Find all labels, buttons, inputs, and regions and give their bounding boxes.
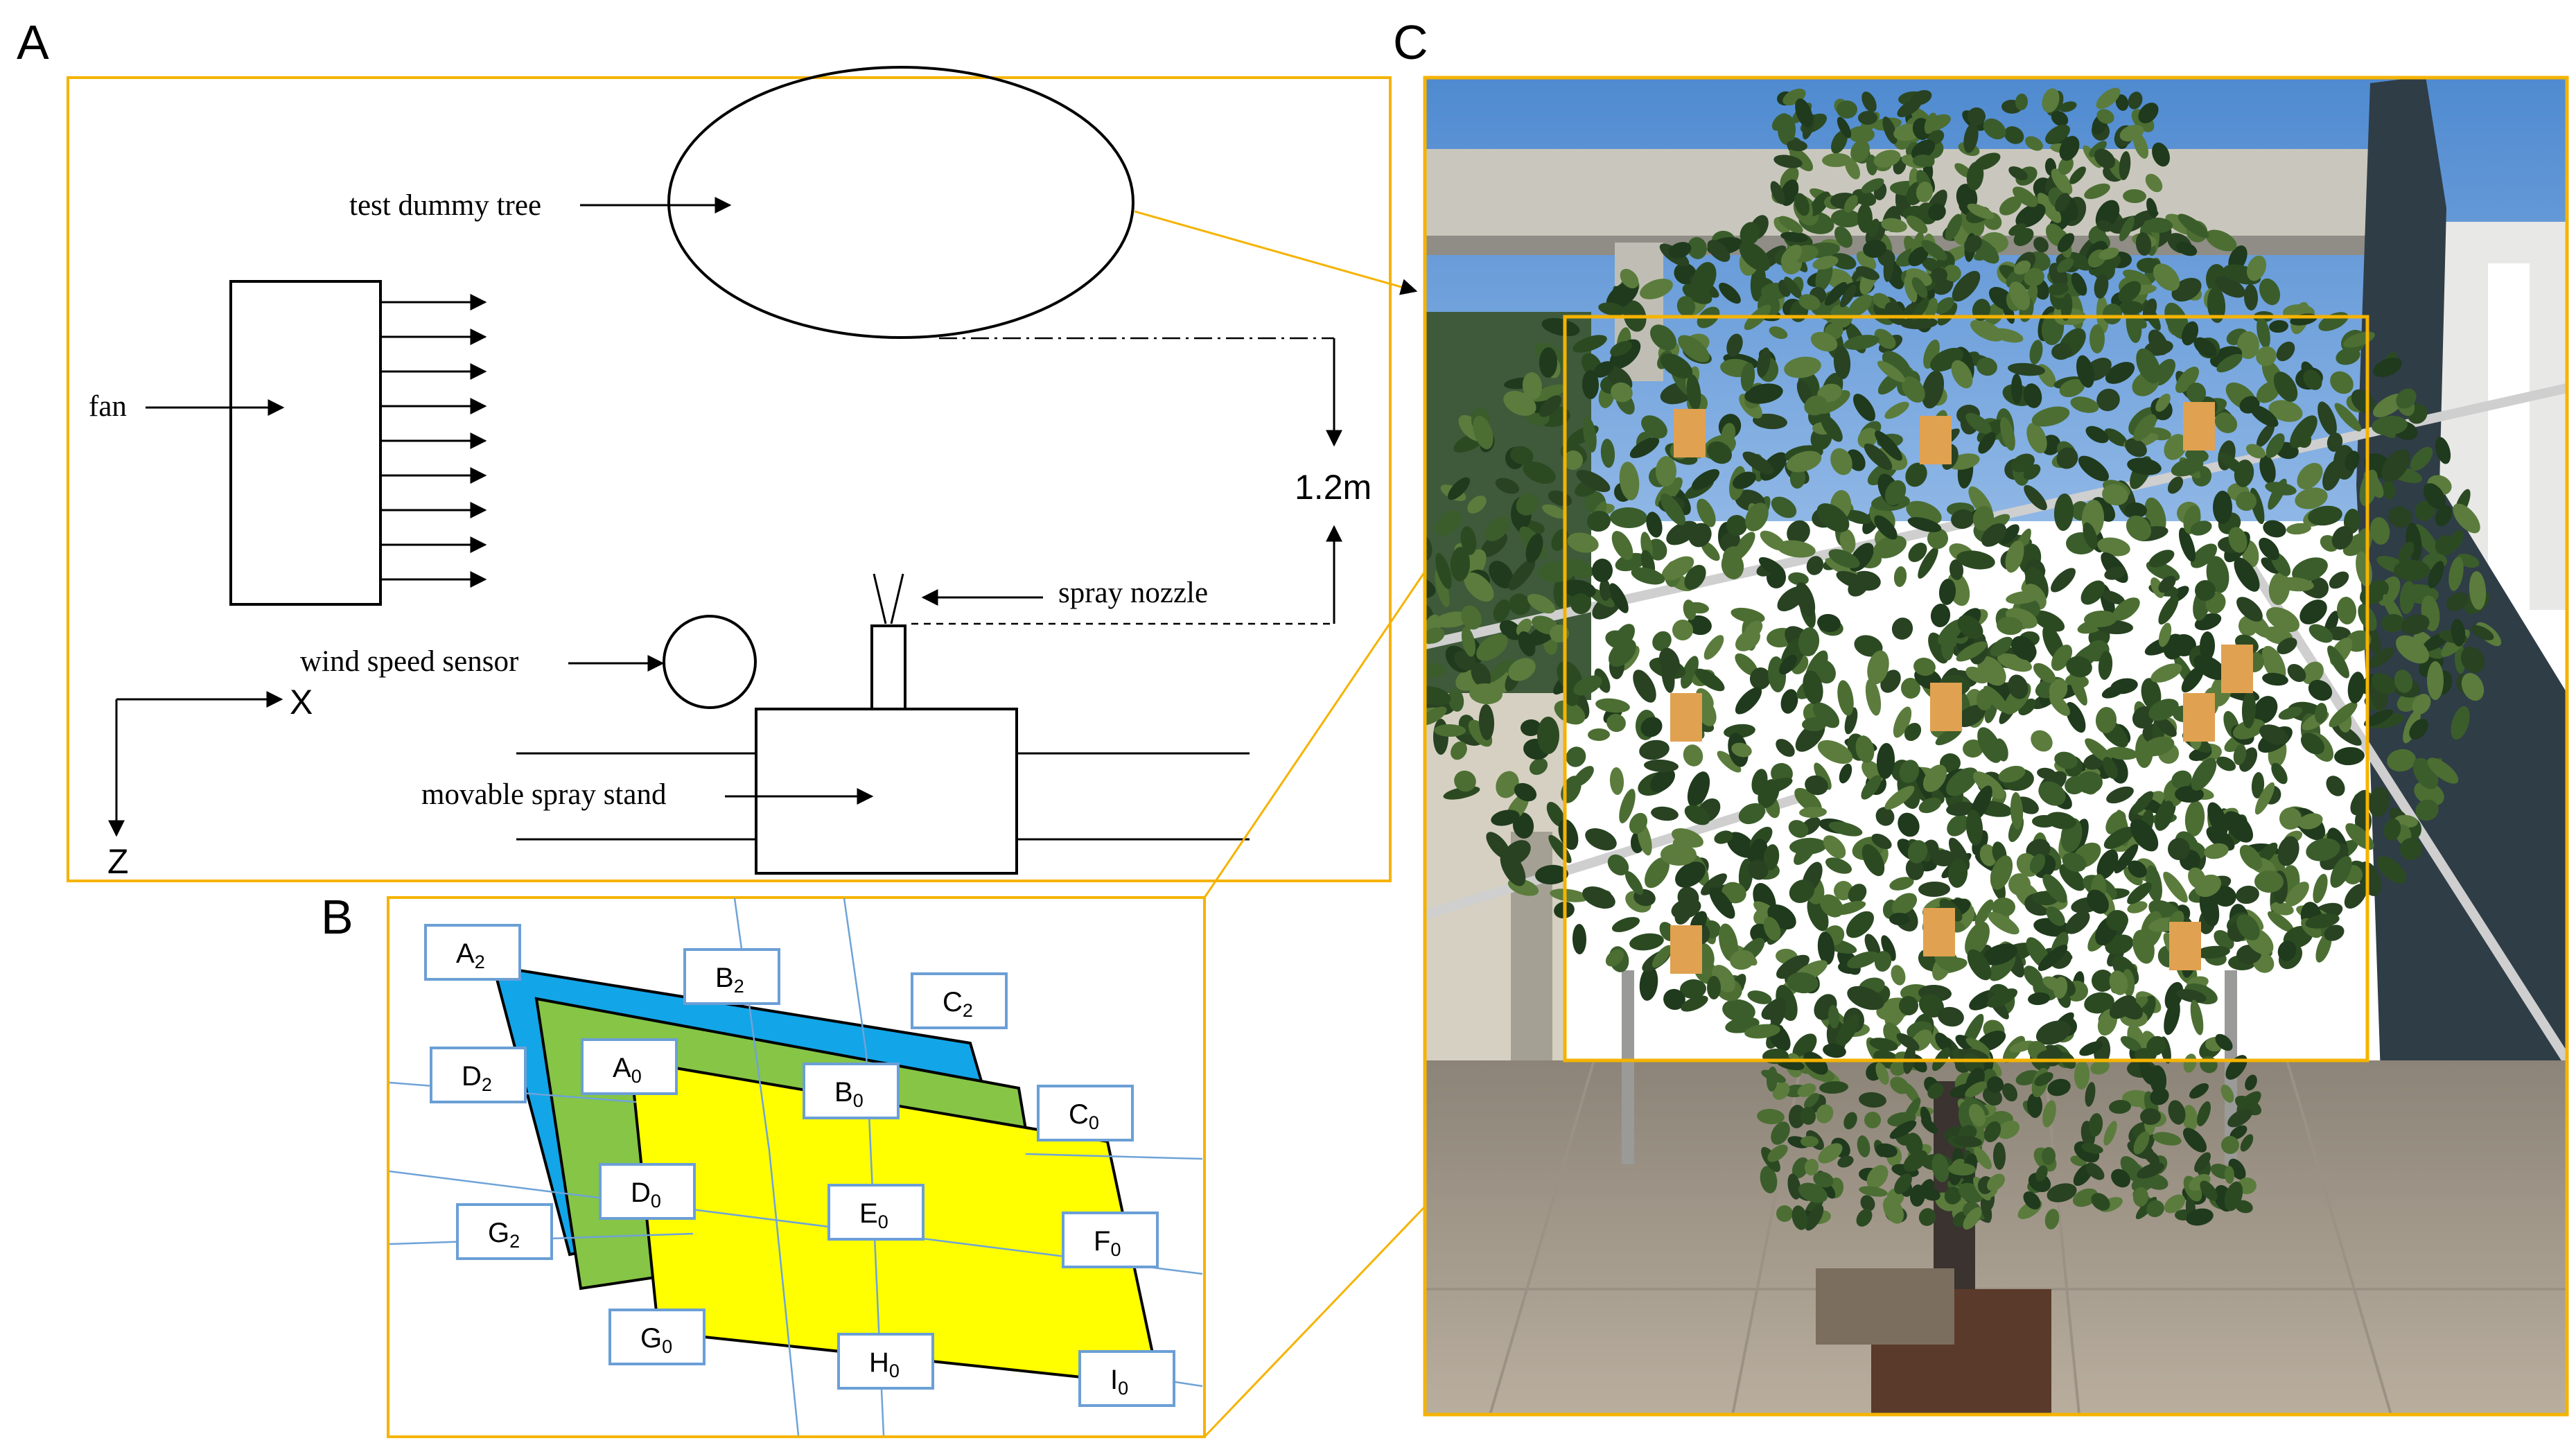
- grid-point-label: G0: [608, 1309, 706, 1365]
- test-dummy-tree-ellipse: [667, 66, 1134, 339]
- fan-airflow-arrows: [380, 294, 487, 588]
- panel-c-photo: [1423, 76, 2569, 1417]
- tree-to-photo-connector: [1134, 210, 1418, 295]
- nozzle-post: [870, 624, 906, 710]
- sampling-tag: [1674, 409, 1706, 457]
- test-dummy-tree-label: test dummy tree: [349, 189, 541, 222]
- panel-c-letter: C: [1393, 15, 1428, 69]
- grid-point-box: [424, 924, 521, 981]
- grid-point-label: H0: [837, 1333, 934, 1390]
- grid-point-label: E0: [827, 1184, 925, 1241]
- grid-point-box: [803, 1062, 900, 1119]
- grid-point-label: I0: [1078, 1350, 1175, 1407]
- z-axis-label: Z: [107, 842, 129, 881]
- sampling-tag: [2183, 402, 2215, 451]
- spray-stand-box: [755, 708, 1018, 875]
- grid-point-box: [827, 1184, 925, 1241]
- grid-point-box: [599, 1163, 696, 1220]
- grid-point-label: B2: [683, 948, 780, 1005]
- panel-a-schematic: test dummy tree fan 1.2m spray nozzle wi…: [67, 66, 1418, 882]
- sampling-tags: [1670, 402, 2253, 974]
- x-axis-label: X: [290, 683, 313, 721]
- grid-point-label: D2: [430, 1047, 527, 1103]
- nozzle-left-stroke: [873, 573, 887, 624]
- tree-photo-icon: [1425, 78, 2567, 1415]
- panel-b-letter: B: [321, 890, 353, 944]
- fan-box: [229, 280, 382, 606]
- grid-point-box: [456, 1203, 553, 1260]
- grid-point-box: [683, 948, 780, 1005]
- grid-point-text: H0: [869, 1347, 900, 1381]
- movable-spray-stand-label: movable spray stand: [421, 778, 666, 811]
- grid-point-label: B0: [803, 1062, 900, 1119]
- sampling-tag: [2169, 922, 2201, 970]
- grid-point-box: [911, 972, 1008, 1029]
- fan-label: fan: [89, 390, 127, 423]
- sampling-tag: [1670, 693, 1702, 742]
- sampling-tag: [2221, 645, 2253, 693]
- sampling-tag: [1930, 683, 1962, 731]
- panel-a-letter: A: [17, 15, 49, 69]
- panel-c-frame: [1423, 76, 2569, 1417]
- grid-point-label: A2: [424, 924, 521, 981]
- sampling-region-frame: [1563, 315, 2369, 1062]
- grid-point-label: D0: [599, 1163, 696, 1220]
- grid-point-label: G2: [456, 1203, 553, 1260]
- grid-point-label: A0: [581, 1038, 678, 1095]
- height-label: 1.2m: [1295, 468, 1372, 507]
- grid-point-box: [581, 1038, 678, 1095]
- sampling-tag: [1923, 908, 1955, 956]
- panel-a-frame: [67, 76, 1392, 882]
- grid-point-box: [1037, 1085, 1134, 1142]
- sampling-tag: [1920, 416, 1952, 464]
- grid-point-label: C2: [911, 972, 1008, 1029]
- grid-point-box: [430, 1047, 527, 1103]
- sampling-tag: [1670, 925, 1702, 974]
- grid-point-label: F0: [1062, 1212, 1159, 1268]
- wind-speed-sensor-label: wind speed sensor: [300, 645, 518, 678]
- grid-point-label: C0: [1037, 1085, 1134, 1142]
- grid-point-box: [1078, 1350, 1175, 1407]
- nozzle-right-stroke: [890, 573, 904, 624]
- foliage: [1425, 87, 2502, 1231]
- grid-point-box: [608, 1309, 706, 1365]
- grid-point-box: [1062, 1212, 1159, 1268]
- grid-point-text: B0: [834, 1077, 864, 1111]
- sampling-tag: [2183, 693, 2215, 742]
- spray-nozzle-label: spray nozzle: [1058, 577, 1208, 609]
- grid-point-box: [837, 1333, 934, 1390]
